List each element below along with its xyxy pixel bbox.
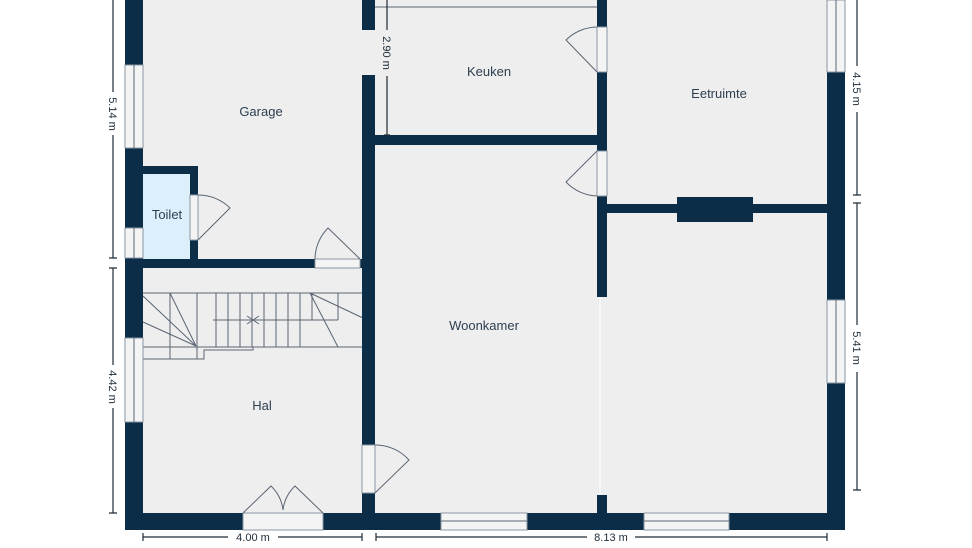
staircase	[142, 292, 364, 360]
room-label-eetruimte: Eetruimte	[691, 86, 747, 101]
dimension-keuken-height: 2.90 m	[380, 36, 392, 70]
dimension-right-top: 4.15 m	[850, 72, 862, 106]
toilet-floor	[143, 174, 190, 259]
room-label-hal: Hal	[252, 398, 272, 413]
room-label-woonkamer: Woonkamer	[449, 318, 520, 333]
dimension-left-top: 5.14 m	[106, 97, 118, 131]
dimension-right-bottom: 5.41 m	[850, 331, 862, 365]
doors	[189, 26, 608, 531]
dimension-left-bottom: 4.42 m	[106, 370, 118, 404]
floor-area	[143, 0, 827, 513]
room-label-garage: Garage	[239, 104, 282, 119]
dimension-lines	[109, 0, 861, 541]
room-label-toilet: Toilet	[152, 207, 183, 222]
chimney	[677, 197, 753, 222]
dimension-bottom-left: 4.00 m	[236, 532, 270, 544]
room-label-keuken: Keuken	[467, 64, 511, 79]
windows	[124, 0, 846, 531]
dimension-bottom-right: 8.13 m	[594, 532, 628, 544]
